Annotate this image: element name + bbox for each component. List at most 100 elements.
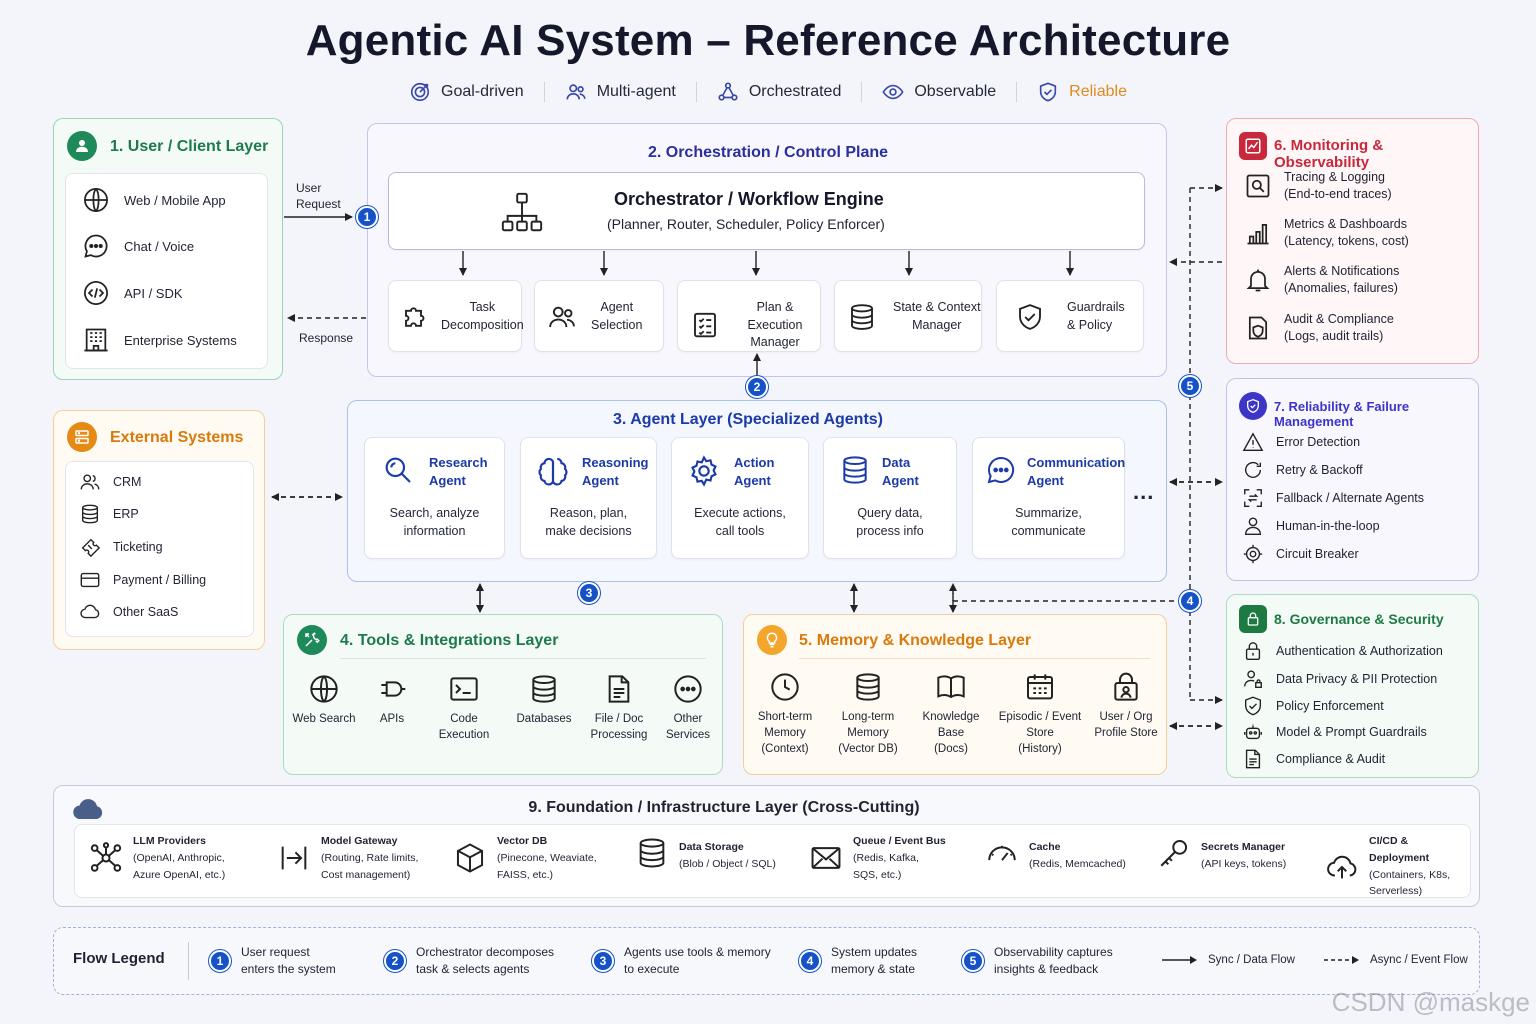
external-systems-list: CRM ERP Ticketing Payment / Billing Othe…	[65, 461, 254, 637]
reliability-item-fallback: Fallback / Alternate Agents	[1242, 487, 1424, 509]
orchestrator-engine: Orchestrator / Workflow Engine (Planner,…	[388, 172, 1145, 250]
tools-icon	[297, 625, 327, 655]
target-gear-icon	[1243, 544, 1263, 564]
chat-bubble-icon	[84, 234, 108, 258]
governance-item-policy: Policy Enforcement	[1242, 695, 1384, 717]
robot-icon	[1244, 724, 1262, 740]
external-item-payment: Payment / Billing	[79, 569, 206, 591]
agent-research: Research Agent Search, analyze informati…	[364, 437, 505, 559]
legend-step-2: 2 Orchestrator decomposes task & selects…	[384, 944, 554, 979]
credit-card-icon	[80, 572, 100, 588]
database-icon	[532, 675, 556, 703]
monitoring-item-tracing: Tracing & Logging(End-to-end traces)	[1244, 169, 1392, 203]
tag-goal-driven: Goal-driven	[389, 81, 544, 103]
chart-line-icon	[1239, 132, 1267, 160]
shield-check-icon	[1019, 303, 1041, 330]
flow-badge-2: 2	[746, 376, 768, 398]
refresh-icon	[1245, 461, 1262, 478]
reliability-item-circuit-breaker: Circuit Breaker	[1242, 543, 1359, 565]
target-icon	[410, 82, 430, 102]
document-icon	[1245, 749, 1261, 769]
reliability-item-error-detection: Error Detection	[1242, 431, 1360, 453]
flow-badge-4: 4	[1179, 590, 1201, 612]
governance-item-authn: Authentication & Authorization	[1242, 640, 1443, 662]
database-icon	[851, 303, 873, 330]
watermark: CSDN @maskge	[1331, 987, 1530, 1017]
bar-chart-icon	[1247, 223, 1269, 245]
agent-layer: 3. Agent Layer (Specialized Agents) Rese…	[347, 400, 1167, 582]
code-circle-icon	[84, 281, 108, 305]
memory-long-term: Long-term Memory (Vector DB)	[828, 671, 908, 757]
swap-frame-icon	[1244, 489, 1262, 507]
cloud-icon	[80, 604, 100, 619]
user-layer-title: 1. User / Client Layer	[110, 138, 269, 155]
foundation-cicd-deployment: CI/CD & Deployment(Containers, K8s, Serv…	[1325, 833, 1470, 900]
tag-label: Multi-agent	[596, 83, 676, 100]
network-icon	[718, 82, 738, 101]
monitoring-item-audit: Audit & Compliance(Logs, audit trails)	[1244, 311, 1394, 345]
more-agents-ellipsis: ...	[1133, 479, 1155, 504]
governance-title: 8. Governance & Security	[1274, 611, 1444, 627]
tool-databases: Databases	[508, 673, 580, 727]
monitoring-title: 6. Monitoring & Observability	[1274, 137, 1384, 171]
users-icon	[566, 84, 586, 100]
key-icon	[1160, 839, 1188, 867]
foundation-data-storage: Data Storage(Blob / Object / SQL)	[635, 833, 776, 873]
external-systems-title: External Systems	[110, 429, 244, 446]
tool-apis: APIs	[362, 673, 422, 727]
flow-legend-title: Flow Legend	[73, 950, 165, 967]
tag-label: Observable	[914, 83, 997, 100]
person-icon	[1244, 517, 1262, 535]
foundation-queue-event-bus: Queue / Event Bus(Redis, Kafka, SQS, etc…	[809, 833, 946, 883]
module-plan-execution: Plan & Execution Manager	[677, 280, 821, 352]
tag-orchestrated: Orchestrated	[697, 81, 861, 103]
user-item-chat-voice: Chat / Voice	[82, 232, 194, 260]
user-request-label: User Request	[296, 181, 341, 212]
module-task-decomposition: Task Decomposition	[388, 280, 524, 352]
tag-row: Goal-driven Multi-agent Orchestrated Obs…	[0, 78, 1536, 106]
globe-icon	[310, 675, 338, 703]
response-label: Response	[299, 331, 354, 345]
tools-layer-title: 4. Tools & Integrations Layer	[340, 632, 559, 649]
legend-step-3: 3 Agents use tools & memory to execute	[592, 944, 771, 979]
agent-layer-title: 3. Agent Layer (Specialized Agents)	[613, 411, 883, 428]
brain-icon	[538, 457, 568, 486]
agent-data: Data Agent Query data, process info	[823, 437, 957, 559]
external-item-other-saas: Other SaaS	[79, 601, 178, 623]
tag-label: Goal-driven	[441, 83, 524, 100]
flow-badge-3: 3	[578, 582, 600, 604]
book-icon	[937, 675, 965, 699]
calendar-icon	[1027, 674, 1053, 700]
document-icon	[608, 675, 630, 703]
reliability-item-human-in-loop: Human-in-the-loop	[1242, 515, 1380, 537]
solid-arrow-icon	[1162, 956, 1197, 965]
orchestration-title: 2. Orchestration / Control Plane	[647, 144, 889, 161]
plug-icon	[381, 681, 406, 697]
shield-document-icon	[1248, 316, 1268, 340]
memory-user-org-profile: User / Org Profile Store	[1086, 671, 1166, 741]
reliability-title: 7. Reliability & Failure Management	[1274, 399, 1410, 429]
user-item-enterprise: Enterprise Systems	[82, 326, 237, 354]
flow-badge-1: 1	[356, 206, 378, 228]
eye-icon	[882, 84, 904, 100]
memory-knowledge-base: Knowledge Base (Docs)	[911, 671, 991, 757]
database-icon	[639, 838, 665, 868]
monitoring-item-alerts: Alerts & Notifications(Anomalies, failur…	[1244, 263, 1399, 297]
legend-step-1: 1 User request enters the system	[209, 944, 336, 979]
legend-async-flow: Async / Event Flow	[1324, 952, 1468, 969]
database-icon	[856, 673, 880, 701]
globe-icon	[84, 188, 108, 212]
foundation-title: 9. Foundation / Infrastructure Layer (Cr…	[528, 799, 920, 816]
hierarchy-icon	[501, 192, 543, 232]
ticket-icon	[81, 538, 101, 558]
legend-sync-flow: Sync / Data Flow	[1162, 952, 1295, 969]
tag-label: Reliable	[1069, 83, 1127, 100]
foundation-vector-db: Vector DB(Pinecone, Weaviate, FAISS, etc…	[453, 833, 597, 883]
cube-icon	[456, 843, 484, 873]
trace-search-icon	[1246, 174, 1270, 198]
shield-icon	[1239, 392, 1267, 420]
shield-check-icon	[1244, 696, 1262, 716]
database-icon	[843, 456, 867, 484]
checklist-icon	[694, 313, 716, 338]
user-client-layer: 1. User / Client Layer Web / Mobile App …	[53, 118, 283, 380]
